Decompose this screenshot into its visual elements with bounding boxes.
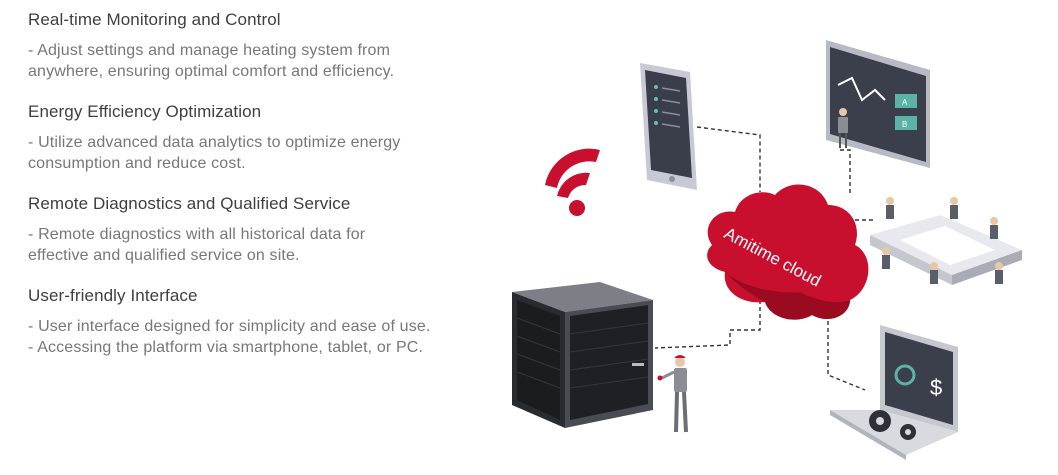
feature-line: anywhere, ensuring optimal comfort and e… xyxy=(28,63,395,80)
feature-user-friendly: User-friendly Interface - User interface… xyxy=(28,286,458,358)
feature-realtime-monitoring: Real-time Monitoring and Control - Adjus… xyxy=(28,10,458,82)
feature-line: - Accessing the platform via smartphone,… xyxy=(28,339,424,356)
feature-title: Energy Efficiency Optimization xyxy=(28,102,262,121)
feature-title: User-friendly Interface xyxy=(28,286,198,305)
feature-line: - User interface designed for simplicity… xyxy=(28,318,431,335)
feature-description: - Remote diagnostics with all historical… xyxy=(28,224,458,266)
technician-illustration xyxy=(657,355,688,433)
amitime-cloud: Amitime cloud xyxy=(707,184,869,320)
feature-energy-efficiency: Energy Efficiency Optimization - Utilize… xyxy=(28,102,458,174)
heat-pump-unit-illustration xyxy=(512,282,653,428)
feature-line: effective and qualified service on site. xyxy=(28,247,300,264)
dollar-icon: $ xyxy=(930,375,942,400)
feature-description: - Adjust settings and manage heating sys… xyxy=(28,40,458,82)
wifi-icon xyxy=(545,148,600,216)
feature-description: - User interface designed for simplicity… xyxy=(28,316,458,358)
system-illustration: A B Amitime cloud xyxy=(512,40,1022,460)
presentation-monitor-illustration: A B xyxy=(826,40,930,168)
feature-line: - Utilize advanced data analytics to opt… xyxy=(28,134,401,151)
meeting-room-illustration xyxy=(870,197,1022,285)
feature-list: Real-time Monitoring and Control - Adjus… xyxy=(28,10,458,378)
feature-line: consumption and reduce cost. xyxy=(28,155,246,172)
laptop-illustration: $ xyxy=(830,325,958,460)
feature-line: - Remote diagnostics with all historical… xyxy=(28,226,366,243)
feature-title: Remote Diagnostics and Qualified Service xyxy=(28,194,351,213)
feature-description: - Utilize advanced data analytics to opt… xyxy=(28,132,458,174)
monitor-button-a: A xyxy=(902,98,908,107)
smartphone-illustration xyxy=(640,63,697,190)
feature-remote-diagnostics: Remote Diagnostics and Qualified Service… xyxy=(28,194,458,266)
monitor-button-b: B xyxy=(902,120,907,129)
feature-title: Real-time Monitoring and Control xyxy=(28,10,281,29)
feature-line: - Adjust settings and manage heating sys… xyxy=(28,42,391,59)
